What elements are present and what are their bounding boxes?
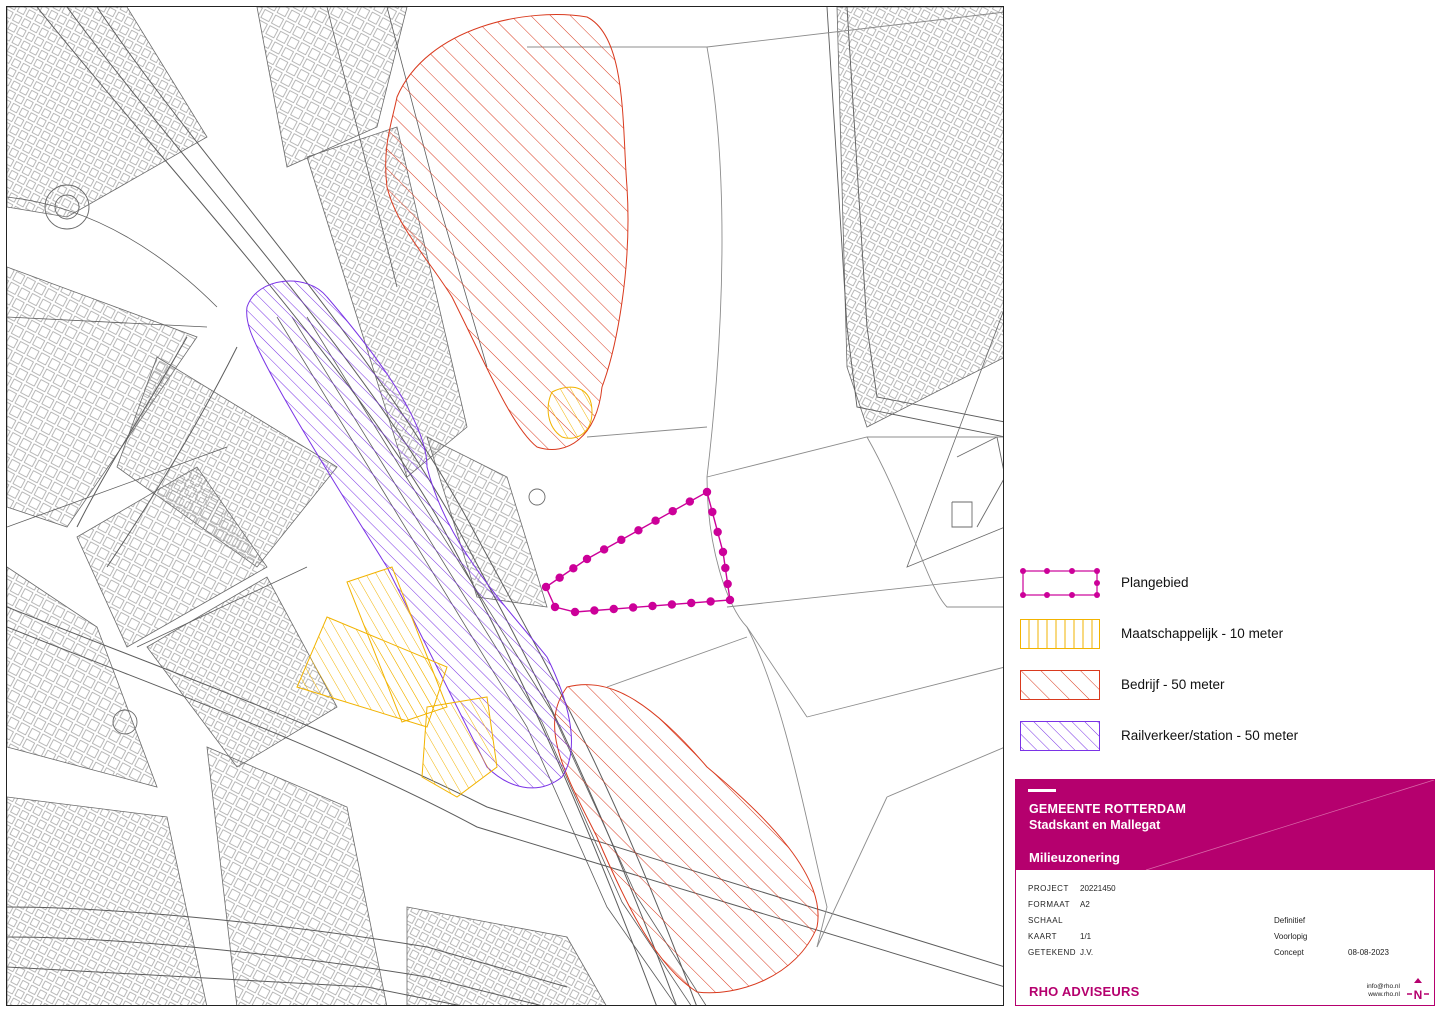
plangebied-dot	[590, 606, 599, 615]
city-blocks	[7, 7, 607, 1005]
zone-bedrijf	[385, 14, 819, 994]
legend-item-plangebied: Plangebied	[1018, 566, 1438, 602]
contact-web: www.rho.nl	[1368, 991, 1400, 998]
field-key: PROJECT	[1028, 884, 1069, 893]
plangebied-dot	[569, 564, 578, 573]
header-bar	[1028, 789, 1056, 792]
legend-label: Plangebied	[1121, 575, 1189, 590]
map-frame[interactable]	[6, 6, 1004, 1006]
drawing-date: 08-08-2023	[1348, 948, 1389, 957]
plangebied-dot	[617, 535, 626, 545]
field-row: PROJECT 20221450	[1028, 884, 1228, 900]
zone-maatschappelijk	[296, 386, 593, 798]
field-row: KAART 1/1	[1028, 932, 1228, 948]
maatschappelijk-swatch-icon	[1020, 619, 1100, 649]
map-subject: Milieuzonering	[1029, 850, 1120, 865]
plangebied-dot	[667, 600, 677, 609]
field-value: 20221450	[1080, 884, 1116, 893]
field-key: FORMAAT	[1028, 900, 1071, 909]
plangebied-dot	[651, 516, 660, 525]
plangebied-dot	[685, 497, 695, 506]
plangebied-dot	[634, 526, 643, 535]
legend-label: Railverkeer/station - 50 meter	[1121, 728, 1299, 743]
header-decoration	[1145, 780, 1434, 870]
plangebied-dot	[708, 507, 717, 517]
north-label: N	[1414, 988, 1423, 1002]
plangebied-dot	[702, 487, 712, 497]
status-list: Definitief Voorlopig Concept	[1274, 916, 1307, 964]
legend-item-maatschappelijk: Maatschappelijk - 10 meter	[1018, 617, 1438, 653]
status-concept: Concept	[1274, 948, 1304, 957]
contact-info: info@rho.nl www.rho.nl	[1360, 983, 1400, 999]
contact-email: info@rho.nl	[1366, 983, 1400, 990]
legend-label: Bedrijf - 50 meter	[1121, 677, 1225, 692]
field-value: 1/1	[1080, 932, 1092, 941]
field-value: J.V.	[1080, 948, 1094, 957]
field-key: GETEKEND	[1028, 948, 1077, 957]
status-definitief: Definitief	[1274, 916, 1306, 925]
brand-name: RHO ADVISEURS	[1029, 984, 1140, 999]
plangebied-dot	[582, 554, 592, 564]
plangebied-dot	[570, 607, 580, 617]
legend-item-railverkeer: Railverkeer/station - 50 meter	[1018, 719, 1438, 755]
field-key: SCHAAL	[1028, 916, 1064, 925]
plangebied-dot	[706, 597, 715, 606]
bedrijf-swatch-icon	[1020, 670, 1100, 700]
plangebied-dot	[725, 595, 735, 605]
title-block-header: GEMEENTE ROTTERDAM Stadskant en Mallegat…	[1016, 780, 1434, 870]
field-row: FORMAAT A2	[1028, 900, 1228, 916]
plangebied-dot	[718, 547, 728, 557]
plangebied-dot	[713, 527, 722, 537]
plangebied-dot	[668, 506, 677, 516]
parcel-lines	[527, 11, 1003, 948]
project-name: Stadskant en Mallegat	[1029, 818, 1161, 832]
plangebied-dot	[723, 579, 732, 589]
plangebied-dot	[555, 573, 564, 582]
plangebied-dot	[648, 601, 657, 611]
north-arrow-icon: N	[1404, 976, 1432, 1004]
plangebied-dot	[550, 602, 560, 612]
base-map	[7, 7, 1003, 1005]
status-voorlopig: Voorlopig	[1274, 932, 1308, 941]
field-value: A2	[1080, 900, 1090, 909]
plangebied-dot	[721, 563, 730, 573]
title-block: GEMEENTE ROTTERDAM Stadskant en Mallegat…	[1015, 779, 1435, 1006]
title-block-fields: PROJECT 20221450 FORMAAT A2 SCHAAL KAART 1/…	[1028, 884, 1228, 964]
legend-item-bedrijf: Bedrijf - 50 meter	[1018, 668, 1438, 704]
field-key: KAART	[1028, 932, 1058, 941]
plangebied-dot	[541, 582, 551, 592]
right-bank-blocks	[836, 7, 1003, 568]
zone-railverkeer	[246, 280, 572, 789]
legend-label: Maatschappelijk - 10 meter	[1121, 626, 1284, 641]
plangebied-dot	[609, 604, 618, 614]
plangebied-dot	[628, 603, 638, 612]
plangebied-boundary	[541, 487, 735, 617]
railverkeer-swatch-icon	[1020, 721, 1100, 751]
plangebied-swatch-icon	[1020, 568, 1100, 598]
field-row: SCHAAL	[1028, 916, 1228, 932]
organization-name: GEMEENTE ROTTERDAM	[1029, 802, 1187, 816]
plangebied-dot	[687, 598, 696, 608]
plangebied-dot	[599, 545, 609, 554]
